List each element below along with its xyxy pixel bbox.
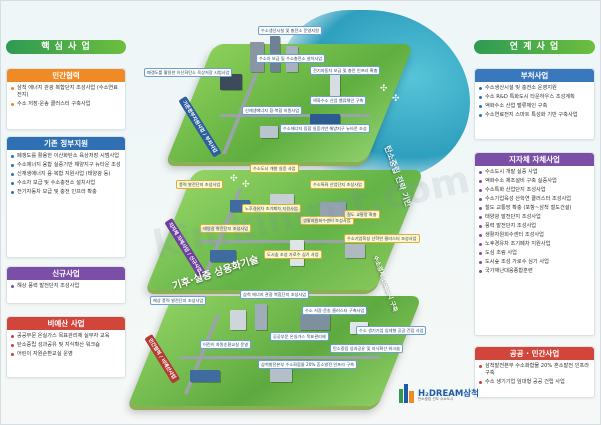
panel-local-government-projects: 지자체 자체사업 수소도시 개발 실증 사업 액화수소 제조설비 구축 실증사업… — [474, 152, 595, 336]
list-item: 액화수소 산업 밸류체인 구축 — [479, 103, 590, 110]
building — [260, 126, 278, 138]
list-item: 어린이 자원순환교실 운영 — [11, 351, 121, 358]
list-item: 수소연료전지 스마트 특성화 기반 구축사업 — [479, 112, 590, 119]
list-item: 수소 생기기업 임대형 공공 건립 사업 — [479, 379, 590, 386]
project-tag: 수소에너지 융합 실증기반 해양지구 뉴타운 조성 — [280, 124, 370, 134]
project-tag: 신재생에너지 융·복합 지원사업 — [242, 106, 303, 116]
project-tag: 액화수소 산업 밸류체인 구축 — [310, 96, 367, 106]
panel-title: 지자체 자체사업 — [475, 153, 594, 166]
building — [270, 366, 292, 382]
building — [300, 314, 330, 330]
list-item: 노후경유차 조기폐차 지원사업 — [479, 241, 590, 248]
project-tag: 해상 풍력 발전단지 조성사업 — [150, 296, 207, 306]
panel-private-cooperation: 민간협력 삼척 에너지 관광 복합단지 조성사업 (수소연료전지) 수소 저장·… — [6, 68, 126, 130]
wind-turbine-icon: ✣ — [242, 180, 250, 190]
list-item: 철도 교통망 확충 (포항~삼척 철도건설) — [479, 205, 590, 212]
project-tag: 탄소중립 성과공유 및 지식확산 워크숍 — [330, 344, 403, 354]
list-item: 수소생산시설 및 충전소 운영지원 — [479, 85, 590, 92]
building — [330, 74, 340, 96]
list-item: 풍력 발전단지 조성사업 — [479, 223, 590, 230]
list-item: 삼척발전본부 수소화합물 20% 혼소발전 인프라 구축 — [479, 363, 590, 377]
panel-title: 공공 · 민간사업 — [475, 347, 594, 360]
list-item: 수소특화 산업단지 조성사업 — [479, 187, 590, 194]
project-tag: 수소생산시설 및 충전소 운영지원 — [258, 26, 322, 36]
left-column-title: 핵 심 사 업 — [6, 40, 126, 54]
panel-non-budget: 비예산 사업 공공부문 온실가스 목표관리제 실무자 교육 탄소중립 성과공유 … — [6, 316, 126, 378]
list-item: 생활자원회수센터 조성사업 — [479, 232, 590, 239]
project-tag: 철도 교통망 확충 — [344, 210, 380, 220]
building — [230, 310, 246, 330]
list-item: 액화수소 제조설비 구축 실증사업 — [479, 178, 590, 185]
list-item: 수소차 보급 및 수소충전소 설치사업 — [11, 180, 121, 187]
right-column-title: 연 계 사 업 — [474, 40, 595, 54]
project-tag: 수소 생기기업 임대형 공공 건립 사업 — [356, 326, 427, 336]
wind-turbine-icon: ✣ — [392, 94, 400, 104]
solar-panels — [310, 114, 340, 124]
project-tag: 수소 저장·운송 클러스터 구축사업 — [302, 306, 368, 316]
list-item: 도시숲 조성 가로수 심기 사업 — [479, 259, 590, 266]
road — [179, 356, 381, 359]
panel-title: 민간협력 — [7, 69, 125, 82]
list-item: 공공부문 온실가스 목표관리제 실무자 교육 — [11, 333, 121, 340]
project-tag: 수소특화 산업단지 조성사업 — [310, 180, 365, 190]
list-item: 탄소중립 성과공유 및 지식확산 워크숍 — [11, 342, 121, 349]
brand-logo: H₂DREAM삼척 탄소중립 선도 수소도시 — [398, 381, 479, 405]
project-tag: 어린이 자원순환교실 운영 — [200, 340, 252, 350]
project-tag: 풍력 발전단지 조성사업 — [176, 180, 224, 190]
panel-title: 비예산 사업 — [7, 317, 125, 330]
project-tag: 수소차 보급 및 수소충전소 설치사업 — [256, 54, 326, 64]
list-item: 해상 풍력 발전단지 조성사업 — [11, 283, 121, 290]
list-item: 수소 저장·운송 클러스터 구축사업 — [11, 101, 121, 108]
project-tag: 삼척 에너지 관광 복합단지 조성사업 — [240, 290, 310, 300]
list-item: 태양광 발전단지 조성사업 — [479, 214, 590, 221]
building — [345, 244, 365, 258]
brand-subtitle: 탄소중립 선도 수소도시 — [418, 397, 454, 401]
city-illustration: ✣ ✣ ✣ ✣ 기존정부지원사업 / 부처사업 지자체 자체사업 / 신규사업 … — [127, 4, 470, 422]
list-item: 수소 R&D 특화도시 타운하우스 조성계획 — [479, 94, 590, 101]
project-tag: 도시숲 조성 가로수 심기 사업 — [264, 250, 322, 260]
list-item: 삼척 에너지 관광 복합단지 조성사업 (수소연료전지) — [11, 85, 121, 99]
list-item: 수소기업육성 산학연 클러스터 조성사업 — [479, 196, 590, 203]
list-item: 신재생에너지 융·복합 지원사업 (태양광 등) — [11, 171, 121, 178]
wind-turbine-icon: ✣ — [380, 84, 388, 94]
building — [220, 74, 242, 90]
list-item: 수소에너지 융합 실증기반 해양지구 뉴타운 조성 — [11, 162, 121, 169]
list-item: 전기자동차 보급 및 충전 인프라 확충 — [11, 189, 121, 196]
building — [255, 304, 267, 330]
panel-title: 신규사업 — [7, 267, 125, 280]
solar-panels — [190, 370, 220, 382]
brand-name: H₂DREAM삼척 — [418, 389, 479, 399]
project-tag: 태양광 발전단지 조성사업 — [200, 224, 252, 234]
wind-turbine-icon: ✣ — [230, 174, 238, 184]
project-tag: 공공부문 온실가스 목표관리제 — [270, 332, 329, 342]
list-item: 폐갱도를 활용한 이산화탄소 육상저장 시범사업 — [11, 153, 121, 160]
list-item: 수소도시 개발 실증 사업 — [479, 169, 590, 176]
project-tag: 수소기업육성 산학연 클러스터 조성사업 — [344, 234, 420, 244]
project-tag: 폐갱도를 활용한 이산화탄소 육상저장 시범사업 — [144, 68, 233, 78]
panel-public-private: 공공 · 민간사업 삼척발전본부 수소화합물 20% 혼소발전 인프라 구축 수… — [474, 346, 595, 398]
project-tag: 삼척발전본부 수소화합물 20% 혼소발전 인프라 구축 — [258, 360, 358, 370]
list-item: 국가재난대응종합훈련 — [479, 268, 590, 275]
city-skyline-icon — [399, 384, 414, 403]
panel-title: 기존 정부지원 — [7, 137, 125, 150]
list-item: 도심 조림 사업 — [479, 250, 590, 257]
project-tag: 생활자원회수센터 조성사업 — [300, 216, 354, 226]
project-tag: 전기자동차 보급 및 충전 인프라 확충 — [310, 66, 381, 76]
project-tag: 수소도시 개발 실증 사업 — [250, 164, 299, 174]
panel-ministry-projects: 부처사업 수소생산시설 및 충전소 운영지원 수소 R&D 특화도시 타운하우스… — [474, 68, 595, 140]
solar-panels — [210, 250, 236, 262]
panel-existing-government: 기존 정부지원 폐갱도를 활용한 이산화탄소 육상저장 시범사업 수소에너지 융… — [6, 136, 126, 258]
panel-title: 부처사업 — [475, 69, 594, 82]
panel-new-projects: 신규사업 해상 풍력 발전단지 조성사업 — [6, 266, 126, 304]
project-tag: 노후경유차 조기폐차 지원사업 — [242, 204, 301, 214]
